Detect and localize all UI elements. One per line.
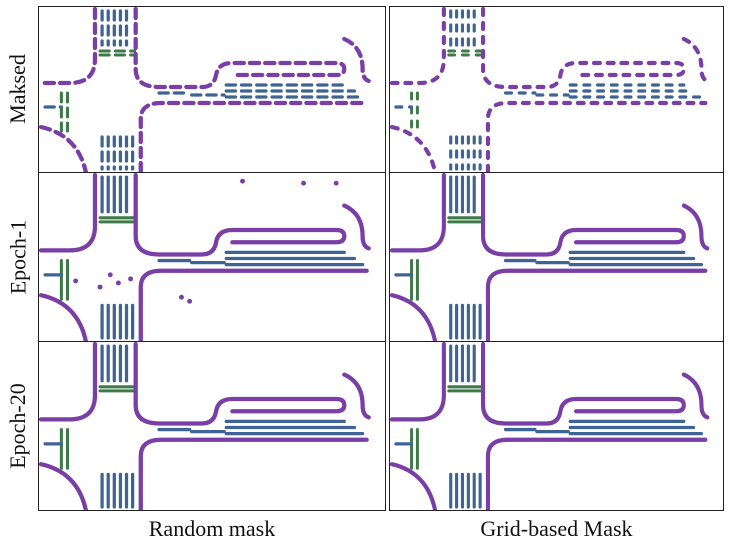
road-boundary	[480, 173, 686, 257]
panel-random-epoch-1	[38, 172, 386, 342]
road-boundary	[133, 173, 347, 257]
noise-speck	[97, 284, 103, 290]
noise-speck	[179, 294, 184, 300]
panel-grid-epoch-1	[389, 172, 724, 342]
row-label-epoch-20: Epoch-20	[5, 382, 30, 469]
road-boundary	[39, 7, 98, 86]
map-canvas	[390, 7, 710, 172]
column-label-random-mask: Random mask	[148, 516, 276, 541]
road-boundary	[39, 293, 88, 341]
road-boundary	[39, 342, 98, 422]
map-canvas	[390, 342, 710, 510]
road-boundary	[390, 7, 446, 86]
map-canvas	[39, 173, 371, 341]
panel-grid-epoch-20	[389, 341, 724, 511]
road-boundary	[39, 462, 88, 510]
noise-speck	[333, 180, 339, 186]
road-boundary	[681, 36, 710, 84]
road-boundary	[390, 342, 446, 422]
map-canvas	[39, 7, 371, 172]
road-boundary	[681, 372, 710, 420]
map-canvas	[390, 173, 710, 341]
road-boundary	[681, 203, 710, 251]
road-boundary	[485, 437, 708, 510]
road-boundary	[342, 372, 371, 420]
noise-speck	[128, 276, 134, 282]
panel-grid-masked	[389, 6, 724, 173]
noise-speck	[115, 280, 121, 286]
panel-random-epoch-20	[38, 341, 386, 511]
panel-random-masked	[38, 6, 386, 173]
road-boundary	[133, 342, 347, 426]
noise-speck	[240, 178, 245, 184]
road-boundary	[480, 342, 686, 426]
road-boundary	[390, 173, 446, 253]
noise-speck	[107, 272, 113, 278]
road-boundary	[39, 124, 88, 172]
noise-speck	[187, 298, 193, 304]
noise-speck	[301, 180, 307, 186]
column-label-grid-based-mask: Grid-based Mask	[480, 516, 633, 541]
map-canvas	[39, 342, 371, 510]
road-boundary	[485, 100, 708, 172]
road-boundary	[390, 124, 438, 172]
road-boundary	[390, 462, 438, 510]
road-boundary	[485, 268, 708, 341]
row-label-masked: Maksed	[5, 54, 30, 124]
road-boundary	[39, 173, 98, 253]
road-boundary	[138, 437, 369, 510]
row-label-epoch-1: Epoch-1	[5, 219, 30, 294]
noise-speck	[73, 278, 79, 284]
road-boundary	[480, 7, 686, 90]
road-boundary	[133, 7, 347, 90]
road-boundary	[342, 36, 371, 84]
road-boundary	[342, 203, 371, 251]
road-boundary	[390, 293, 438, 341]
road-boundary	[138, 100, 369, 172]
road-boundary	[138, 268, 369, 341]
